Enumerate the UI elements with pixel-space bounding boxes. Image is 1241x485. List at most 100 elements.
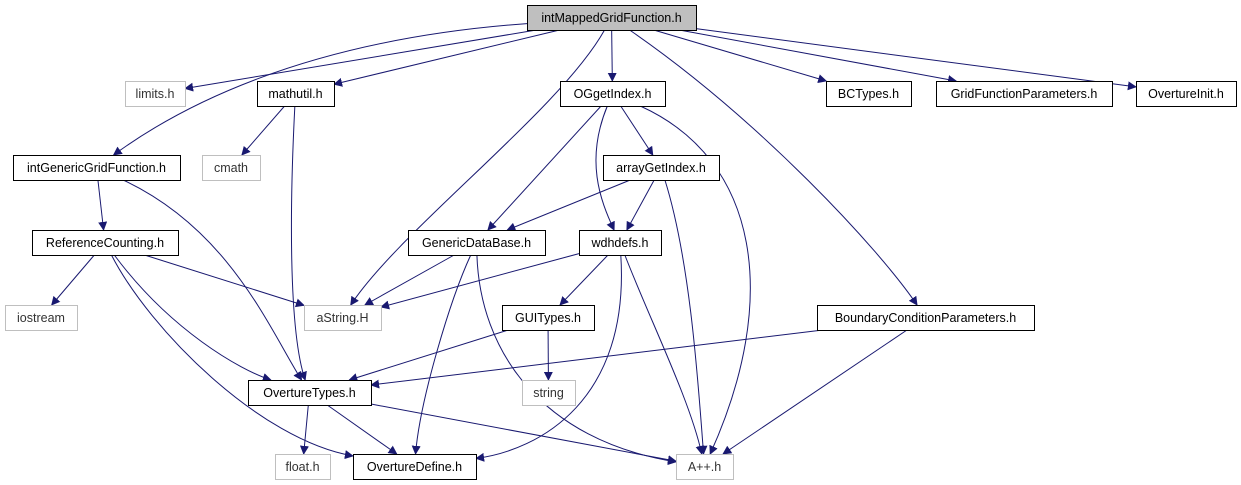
edge-overturetypes-to-float bbox=[299, 404, 309, 455]
edge-root-to-gfparams bbox=[679, 29, 958, 84]
edge-refcounting-to-astring bbox=[144, 254, 305, 308]
node-iostream: iostream bbox=[5, 305, 78, 331]
nodes-layer: intMappedGridFunction.h limits.h mathutil.… bbox=[5, 5, 1237, 480]
node-label: GUITypes.h bbox=[515, 311, 581, 325]
node-label: A++.h bbox=[688, 460, 721, 474]
edge-root-to-astring bbox=[350, 29, 605, 306]
node-label: iostream bbox=[17, 311, 65, 325]
node-box bbox=[560, 81, 666, 107]
node-box bbox=[826, 81, 912, 107]
node-box bbox=[353, 454, 477, 480]
edge-mathutil-to-overturetypes bbox=[290, 105, 307, 381]
edge-root-to-mathutil bbox=[333, 29, 560, 87]
node-box bbox=[13, 155, 181, 181]
node-box bbox=[502, 305, 595, 331]
node-label: GridFunctionParameters.h bbox=[951, 87, 1098, 101]
edge-intgeneric-to-overturetypes bbox=[122, 179, 303, 381]
node-box bbox=[248, 380, 372, 406]
node-label: float.h bbox=[285, 460, 319, 474]
node-box bbox=[522, 380, 576, 406]
node-label: wdhdefs.h bbox=[591, 236, 649, 250]
node-box bbox=[304, 305, 382, 331]
node-label: intMappedGridFunction.h bbox=[541, 11, 681, 25]
node-label: aString.H bbox=[316, 311, 368, 325]
edge-guitypes-to-overturetypes bbox=[348, 329, 509, 382]
edge-bcparams-to-app bbox=[722, 329, 908, 455]
edge-mathutil-to-cmath bbox=[241, 105, 285, 156]
edge-overturetypes-to-app bbox=[370, 403, 677, 465]
node-string: string bbox=[522, 380, 576, 406]
edge-arraygetindex-to-wdhdefs bbox=[626, 179, 655, 231]
node-box bbox=[275, 454, 331, 480]
node-label: BCTypes.h bbox=[838, 87, 899, 101]
node-astring: aString.H bbox=[304, 305, 382, 331]
node-box bbox=[603, 155, 720, 181]
edge-wdhdefs-to-guitypes bbox=[559, 254, 609, 306]
node-guitypes[interactable]: GUITypes.h bbox=[502, 305, 595, 331]
node-overturetypes[interactable]: OvertureTypes.h bbox=[248, 380, 372, 406]
edge-root-to-bctypes bbox=[653, 29, 828, 84]
edge-wdhdefs-to-overturedefine bbox=[475, 254, 622, 462]
edge-refcounting-to-overturetypes bbox=[113, 254, 272, 382]
edge-root-to-overtureinit bbox=[695, 28, 1137, 91]
edge-arraygetindex-to-app bbox=[664, 179, 708, 455]
node-box bbox=[936, 81, 1113, 107]
node-box bbox=[1136, 81, 1237, 107]
node-box bbox=[408, 230, 546, 256]
node-bcparams[interactable]: BoundaryConditionParameters.h bbox=[817, 305, 1035, 331]
edge-refcounting-to-overturedefine bbox=[110, 254, 354, 460]
edge-oggetindex-to-wdhdefs bbox=[595, 105, 615, 231]
node-box bbox=[527, 5, 697, 31]
edge-overturetypes-to-overturedefine bbox=[326, 404, 398, 455]
node-limits: limits.h bbox=[125, 81, 186, 107]
node-wdhdefs[interactable]: wdhdefs.h bbox=[579, 230, 662, 256]
node-label: OvertureInit.h bbox=[1148, 87, 1224, 101]
node-label: cmath bbox=[214, 161, 248, 175]
node-root[interactable]: intMappedGridFunction.h bbox=[527, 5, 697, 31]
edge-oggetindex-to-genericdb bbox=[487, 105, 602, 231]
node-box bbox=[676, 454, 734, 480]
node-mathutil[interactable]: mathutil.h bbox=[257, 81, 335, 107]
node-label: OGgetIndex.h bbox=[574, 87, 652, 101]
edge-root-to-intgeneric bbox=[112, 23, 528, 156]
node-box bbox=[125, 81, 186, 107]
edge-genericdb-to-app bbox=[476, 254, 677, 466]
node-overturedefine[interactable]: OvertureDefine.h bbox=[353, 454, 477, 480]
node-box bbox=[32, 230, 179, 256]
edge-oggetindex-to-arraygetindex bbox=[620, 105, 654, 156]
node-genericdb[interactable]: GenericDataBase.h bbox=[408, 230, 546, 256]
node-label: limits.h bbox=[136, 87, 175, 101]
node-oggetindex[interactable]: OGgetIndex.h bbox=[560, 81, 666, 107]
node-intgeneric[interactable]: intGenericGridFunction.h bbox=[13, 155, 181, 181]
node-overtureinit[interactable]: OvertureInit.h bbox=[1136, 81, 1237, 107]
edge-intgeneric-to-refcounting bbox=[97, 179, 108, 231]
node-box bbox=[257, 81, 335, 107]
node-box bbox=[202, 155, 261, 181]
node-label: mathutil.h bbox=[268, 87, 322, 101]
node-label: OvertureDefine.h bbox=[367, 460, 462, 474]
edge-root-to-oggetindex bbox=[607, 29, 617, 82]
node-gfparams[interactable]: GridFunctionParameters.h bbox=[936, 81, 1113, 107]
node-label: GenericDataBase.h bbox=[422, 236, 531, 250]
node-label: string bbox=[533, 386, 564, 400]
node-bctypes[interactable]: BCTypes.h bbox=[826, 81, 912, 107]
edge-root-to-bcparams bbox=[629, 29, 918, 306]
edge-arraygetindex-to-genericdb bbox=[506, 179, 631, 232]
node-label: intGenericGridFunction.h bbox=[27, 161, 166, 175]
edge-wdhdefs-to-app bbox=[624, 254, 705, 455]
node-label: BoundaryConditionParameters.h bbox=[835, 311, 1016, 325]
node-box bbox=[817, 305, 1035, 331]
edges-layer bbox=[51, 23, 1137, 466]
edge-bcparams-to-overturetypes bbox=[370, 329, 823, 389]
node-label: OvertureTypes.h bbox=[263, 386, 355, 400]
node-box bbox=[5, 305, 78, 331]
node-arraygetindex[interactable]: arrayGetIndex.h bbox=[603, 155, 720, 181]
edge-genericdb-to-astring bbox=[364, 254, 455, 306]
node-label: arrayGetIndex.h bbox=[616, 161, 706, 175]
node-box bbox=[579, 230, 662, 256]
node-app: A++.h bbox=[676, 454, 734, 480]
edge-genericdb-to-overturedefine bbox=[411, 254, 472, 455]
node-cmath: cmath bbox=[202, 155, 261, 181]
node-refcounting[interactable]: ReferenceCounting.h bbox=[32, 230, 179, 256]
